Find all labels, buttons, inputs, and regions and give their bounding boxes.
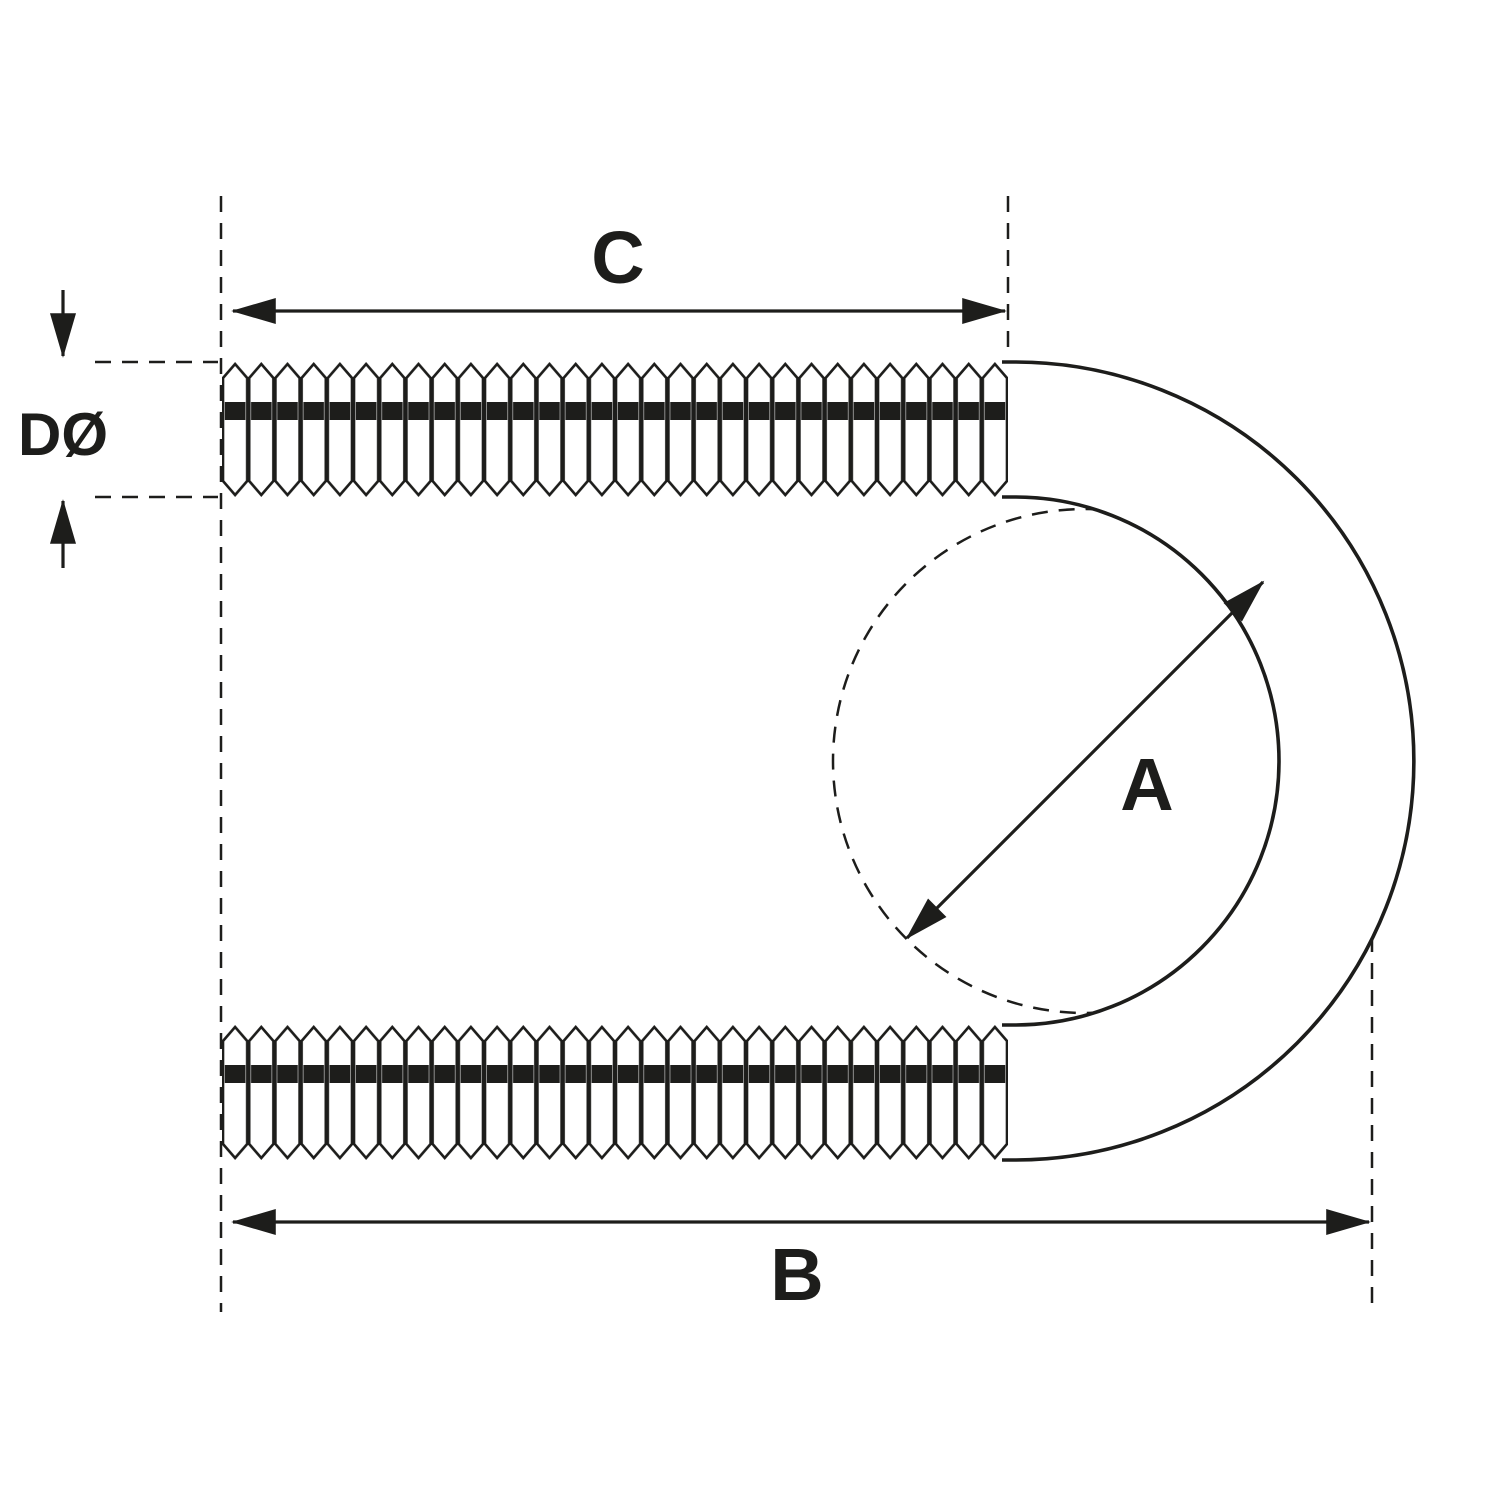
dim-b: B [231,1208,1371,1316]
top-threaded-rod [222,362,1008,497]
u-bend-body [1015,362,1414,1160]
label-a: A [1120,743,1173,826]
dim-d: DØ [18,290,108,568]
label-d-diameter: DØ [18,401,108,468]
dim-c: C [231,216,1007,325]
u-bend-inner-edge [1002,495,1281,1027]
u-bend-outer-edge [1002,360,1416,1162]
label-b: B [770,1233,823,1316]
dim-a: A [905,580,1265,940]
bottom-threaded-rod [222,1025,1008,1160]
u-bend-outline [1002,360,1416,1162]
dim-a-arrow [905,580,1265,940]
label-c: C [591,216,644,299]
